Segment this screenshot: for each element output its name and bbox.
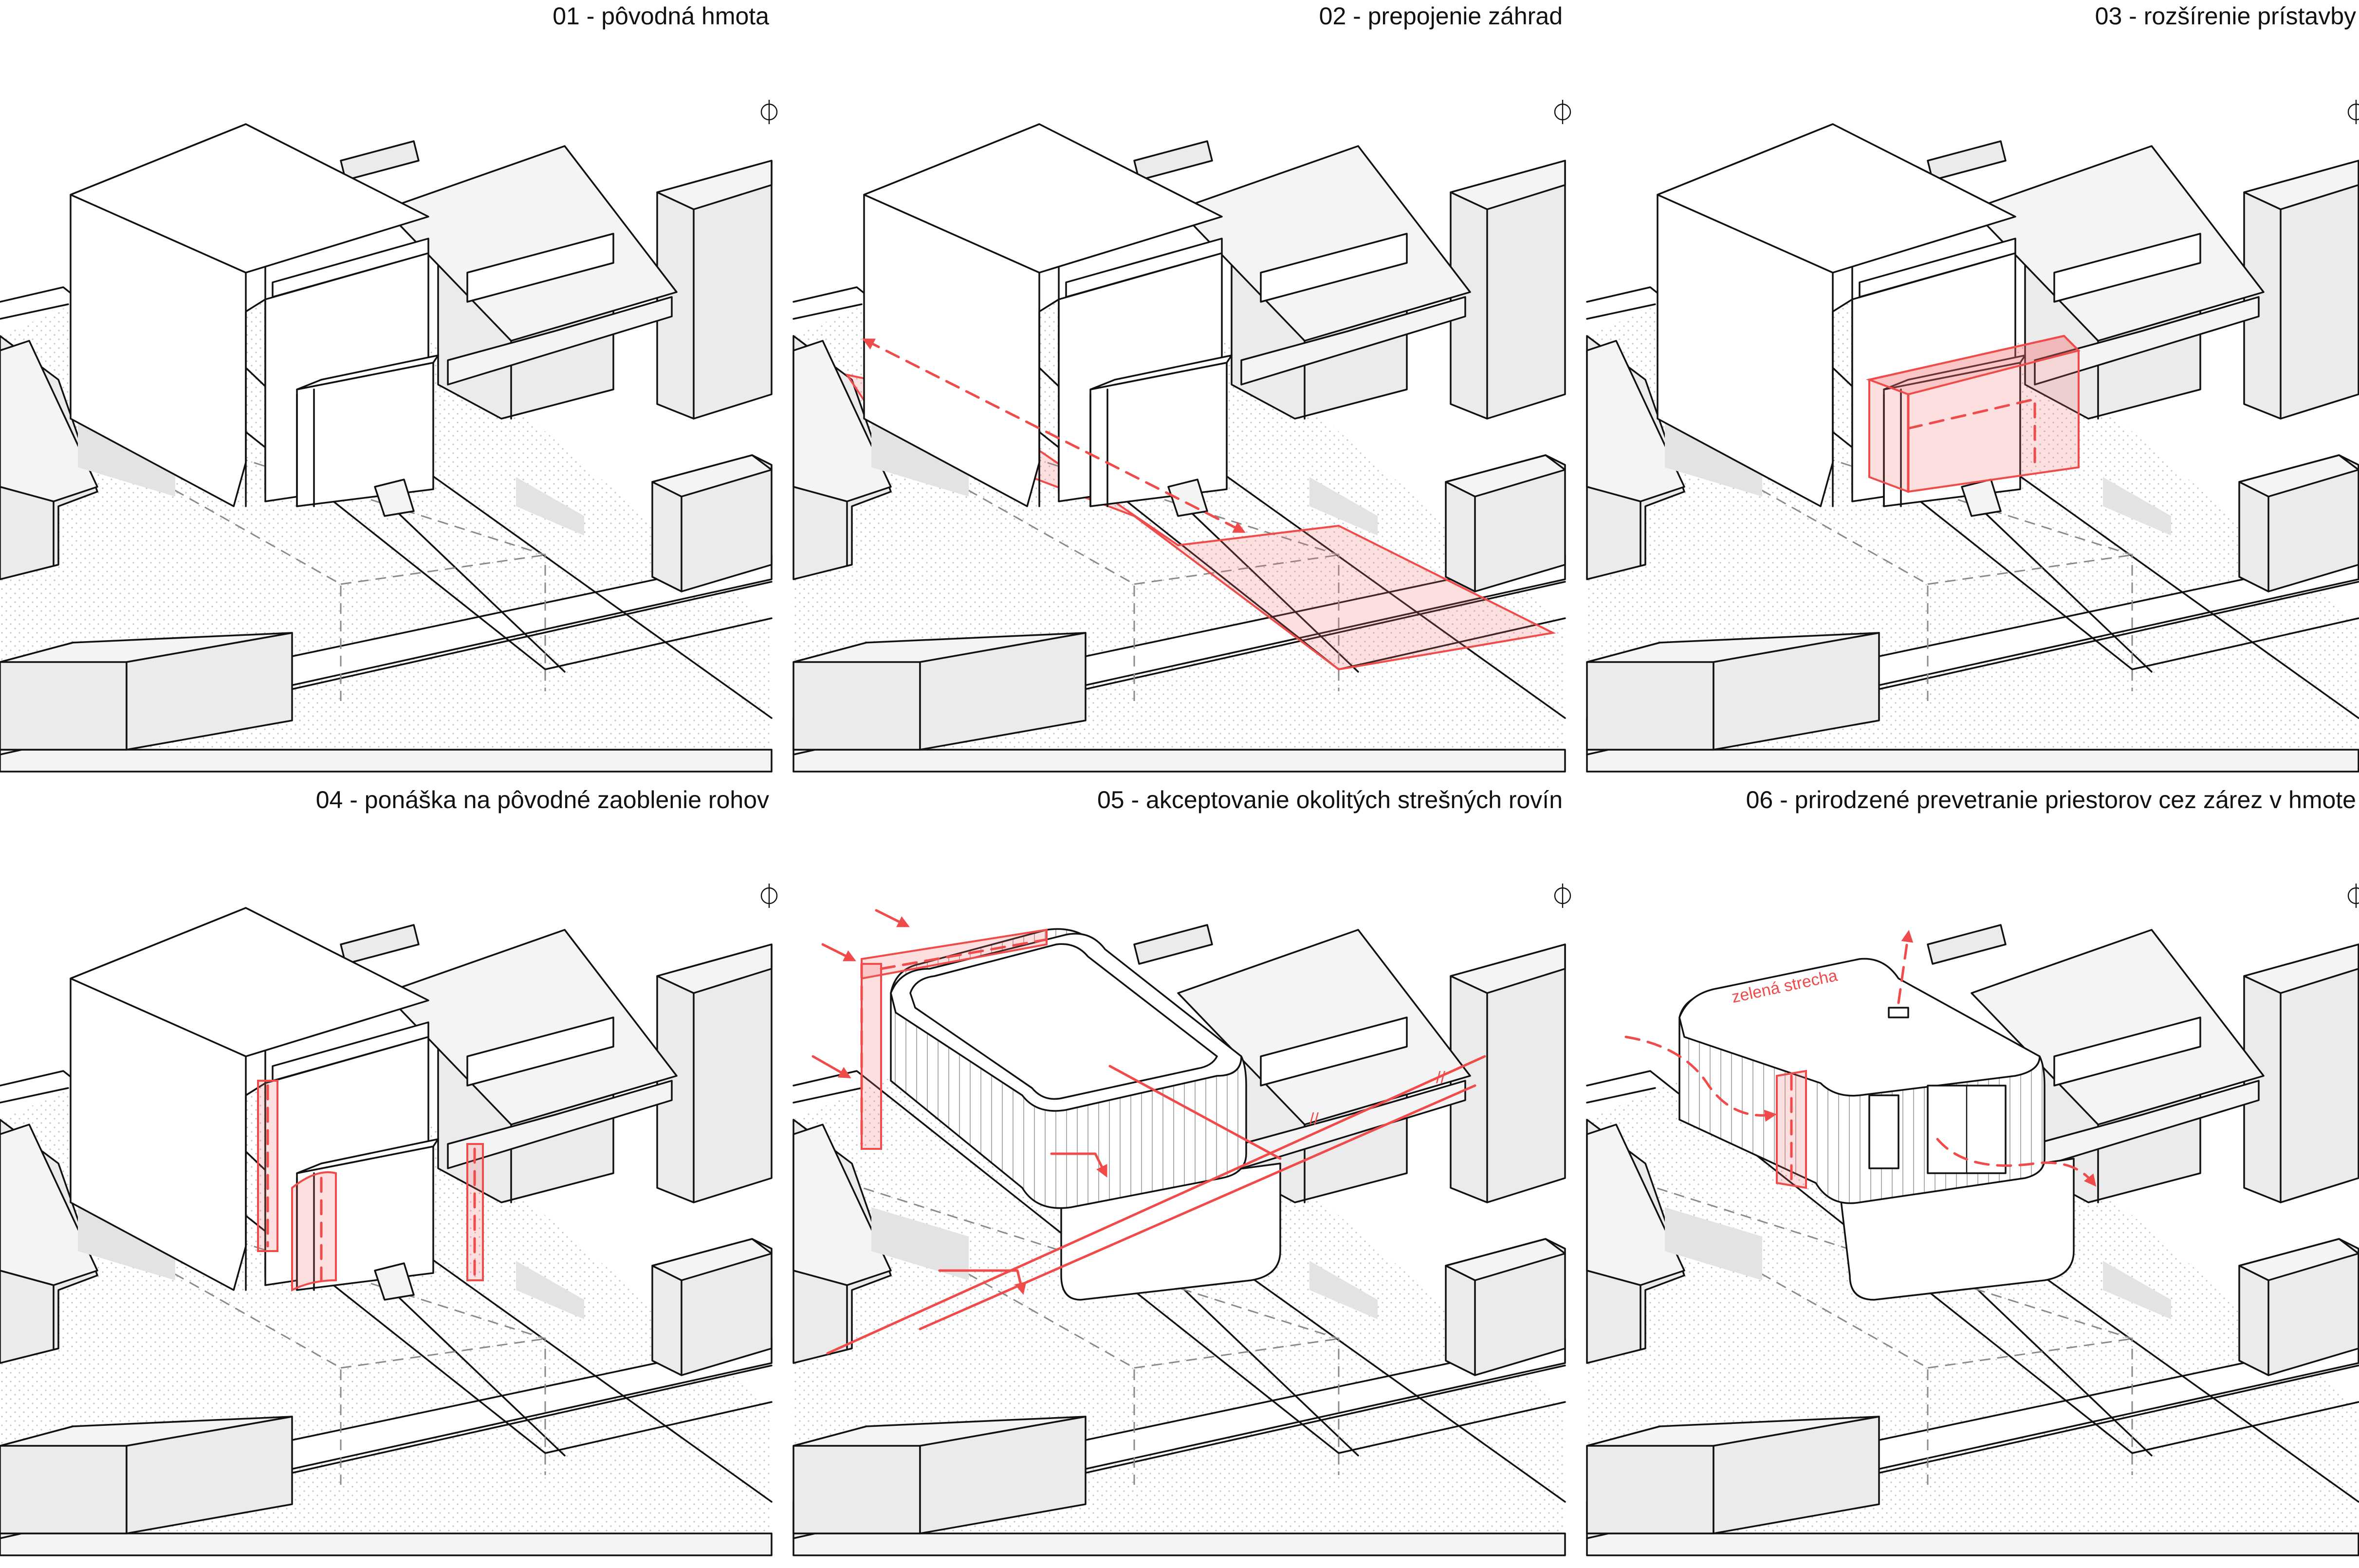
ventilation-arrows: [1624, 930, 2097, 1187]
panel-04: 04 - ponáška na pôvodné zaoblenie rohov: [0, 786, 778, 1556]
north-arrow-icon: [760, 100, 778, 124]
north-arrow-icon: [2347, 100, 2359, 124]
panel-caption: 06 - prirodzené prevetranie priestorov c…: [1746, 786, 2356, 813]
roof-plane-references: // //: [811, 909, 1486, 1355]
new-house-mass: [1678, 958, 2075, 1301]
panel-05: // // 05 - akceptovanie okolitých strešn…: [792, 786, 1571, 1556]
north-arrow-icon: [1554, 100, 1571, 124]
panel-caption: 04 - ponáška na pôvodné zaoblenie rohov: [316, 786, 769, 813]
parallel-mark-2: //: [1436, 1069, 1445, 1087]
extension-volume: [1866, 334, 2081, 493]
panel-06: zelená strecha 06 - prirodzené prevetran…: [1586, 786, 2359, 1556]
panel-caption: 02 - prepojenie záhrad: [1319, 2, 1563, 30]
cut-notch: [1776, 1070, 1807, 1189]
panel-03: 03 - rozšírenie prístavby: [1586, 2, 2359, 773]
garden-link-arrow: [862, 338, 1246, 533]
north-arrow-icon: [1554, 884, 1571, 908]
rounded-corner-references: [257, 1080, 484, 1292]
panel-01: 01 - pôvodná hmota: [0, 2, 778, 773]
new-house-mass: [890, 928, 1281, 1301]
parallel-mark-1: //: [1309, 1110, 1319, 1128]
north-arrow-icon: [760, 884, 778, 908]
panel-caption: 03 - rozšírenie prístavby: [2095, 2, 2356, 30]
panel-caption: 01 - pôvodná hmota: [553, 2, 769, 30]
panel-caption: 05 - akceptovanie okolitých strešných ro…: [1097, 786, 1563, 813]
north-arrow-icon: [2347, 884, 2359, 908]
panel-02: 02 - prepojenie záhrad: [792, 2, 1571, 773]
